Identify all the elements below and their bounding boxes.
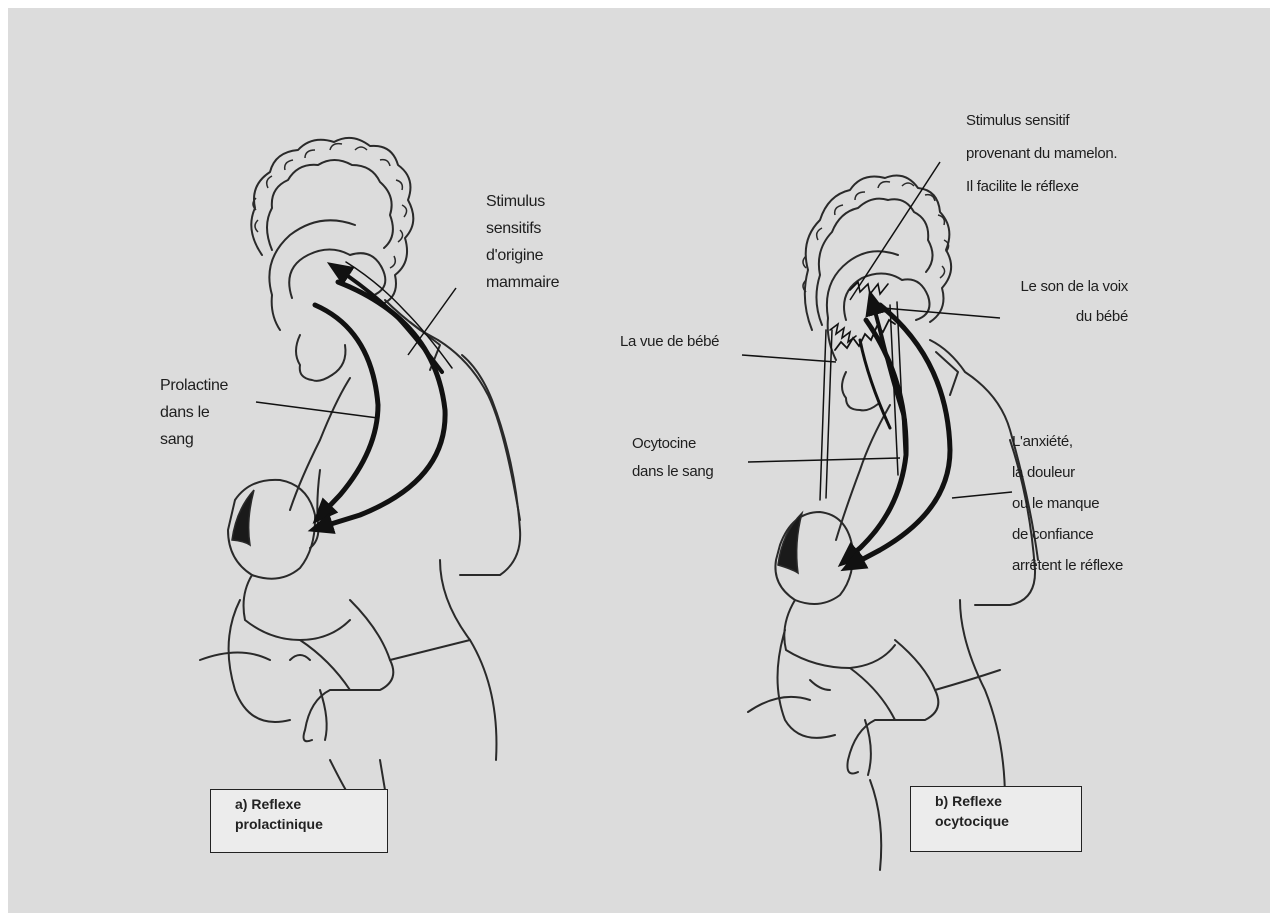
label-ocytocine-b: Ocytocine dans le sang — [632, 430, 713, 486]
label-stimulus-a: Stimulus sensitifs d'origine mammaire — [486, 188, 559, 296]
label-stimulus-b: Stimulus sensitif provenant du mamelon. … — [966, 104, 1117, 203]
vision-path-b — [820, 330, 832, 500]
label-line: de confiance — [1012, 519, 1123, 550]
label-line: mammaire — [486, 269, 559, 296]
zigzag-vision-b — [830, 324, 856, 342]
caption-line: ocytocique — [935, 811, 1081, 831]
label-line: dans le sang — [632, 458, 713, 486]
label-line: L'anxiété, — [1012, 426, 1123, 457]
label-line: Stimulus — [486, 188, 559, 215]
caption-a: a) Reflexe prolactinique — [210, 789, 388, 853]
nerve-arrow-up-a — [336, 268, 442, 372]
mother-figure-b — [748, 176, 1038, 870]
zigzag-stimulus-b — [835, 320, 895, 350]
caption-line: a) Reflexe — [235, 794, 387, 814]
label-anxiete-b: L'anxiété, la douleur ou le manque de co… — [1012, 426, 1123, 581]
label-line: la douleur — [1012, 457, 1123, 488]
label-line: La vue de bébé — [620, 330, 719, 354]
caption-line: b) Reflexe — [935, 791, 1081, 811]
label-line: Ocytocine — [632, 430, 713, 458]
label-line: Il facilite le réflexe — [966, 170, 1117, 203]
reflex-arrows-b — [820, 282, 950, 566]
label-line: arrêtent le réflexe — [1012, 550, 1123, 581]
leader-lines-b — [742, 162, 1012, 498]
label-line: d'origine — [486, 242, 559, 269]
caption-b: b) Reflexe ocytocique — [910, 786, 1082, 852]
label-line: provenant du mamelon. — [966, 137, 1117, 170]
label-line: Le son de la voix — [1002, 272, 1128, 302]
label-line: ou le manque — [1012, 488, 1123, 519]
label-line: Prolactine — [160, 372, 228, 399]
label-line: sang — [160, 426, 228, 453]
label-voix-b: Le son de la voix du bébé — [1002, 272, 1128, 332]
caption-line: prolactinique — [235, 814, 387, 834]
label-line: sensitifs — [486, 215, 559, 242]
label-prolactine-a: Prolactine dans le sang — [160, 372, 228, 453]
label-line: dans le — [160, 399, 228, 426]
oxytocin-arrow-b-2 — [850, 305, 950, 566]
reflex-arrows-a — [315, 262, 452, 528]
label-line: Stimulus sensitif — [966, 104, 1117, 137]
label-vue-b: La vue de bébé — [620, 330, 719, 354]
label-line: du bébé — [1002, 302, 1128, 332]
